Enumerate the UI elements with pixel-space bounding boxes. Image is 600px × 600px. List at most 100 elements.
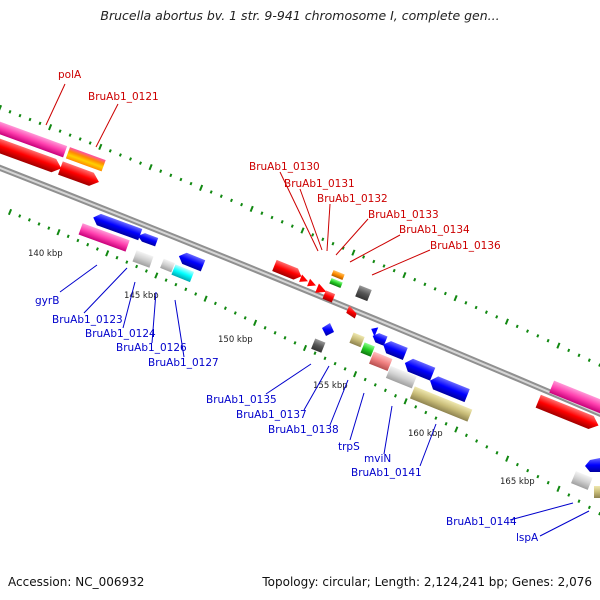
gene-mviN-block[interactable] [385, 365, 417, 389]
gene-label-BruAb1_0124[interactable]: BruAb1_0124 [85, 328, 156, 340]
gene-forward-arrow[interactable] [0, 137, 64, 174]
gene-reverse-arrow[interactable] [427, 374, 470, 403]
gene-BruAb1_0126-arrow[interactable] [177, 251, 206, 272]
tick-label-155: 155 kbp [313, 381, 348, 391]
tick-mark [283, 336, 287, 340]
tick-mark [454, 426, 459, 433]
tick-label-160: 160 kbp [408, 429, 443, 439]
tick-mark [263, 326, 267, 330]
gene-label-BruAb1_0121[interactable]: BruAb1_0121 [88, 91, 159, 103]
tick-mark [213, 301, 217, 306]
tick-mark [95, 247, 99, 251]
gene-forward-arrow[interactable] [58, 161, 101, 188]
gene-lspA-block[interactable] [594, 486, 600, 498]
gene-reverse-arrow[interactable] [91, 212, 143, 241]
tick-mark [567, 348, 571, 353]
tick-mark [184, 287, 188, 292]
gene-label-lspA[interactable]: lspA [516, 532, 539, 544]
tick-mark [403, 398, 408, 405]
tick-mark [98, 143, 103, 151]
tick-mark [392, 268, 396, 273]
tick-mark [577, 499, 581, 503]
tick-mark [7, 208, 13, 216]
gene-forward-arrow[interactable] [535, 394, 600, 432]
tick-mark [464, 433, 468, 438]
gene-label-BruAb1_0133[interactable]: BruAb1_0133 [368, 209, 439, 221]
gene-BruAb1_0134-block[interactable] [355, 285, 372, 302]
tick-mark [464, 301, 468, 305]
tick-mark [118, 153, 122, 157]
gene-label-BruAb1_0123[interactable]: BruAb1_0123 [52, 314, 123, 326]
gene-label-BruAb1_0144[interactable]: BruAb1_0144 [446, 516, 517, 528]
gene-BruAb1_0141-block[interactable] [409, 386, 473, 422]
gene-forward-block[interactable] [549, 380, 600, 416]
accession-text: Accession: NC_006932 [8, 575, 145, 589]
gene-label-BruAb1_0131[interactable]: BruAb1_0131 [284, 178, 355, 190]
tick-mark [363, 377, 367, 382]
tick-mark [135, 264, 139, 269]
tick-mark [505, 455, 510, 462]
gene-label-BruAb1_0127[interactable]: BruAb1_0127 [148, 357, 219, 369]
tick-mark [382, 264, 386, 268]
gene-reverse-arrow[interactable] [136, 231, 159, 247]
tick-mark [302, 344, 308, 352]
gene-polA-block[interactable] [0, 121, 68, 158]
tick-mark [343, 367, 347, 371]
tick-mark [260, 211, 264, 215]
tick-mark [203, 295, 208, 302]
gene-arrow[interactable] [322, 323, 334, 336]
gene-label-BruAb1_0132[interactable]: BruAb1_0132 [317, 193, 388, 205]
gene-label-mviN[interactable]: mviN [364, 453, 391, 465]
tick-mark [148, 163, 153, 171]
tick-mark [556, 342, 561, 349]
tick-mark [311, 233, 315, 237]
tick-mark [504, 318, 509, 325]
gene-gyrB-block[interactable] [78, 223, 130, 252]
gene-BruAb1_0133-block[interactable] [329, 277, 343, 289]
tick-mark [243, 316, 247, 320]
tick-mark [58, 129, 62, 133]
tick-mark [495, 315, 499, 319]
tick-mark [434, 416, 438, 420]
tick-mark [37, 222, 41, 226]
tick-mark [587, 505, 591, 510]
gene-BruAb1_0127-block[interactable] [171, 264, 195, 283]
tick-mark [18, 113, 22, 118]
gene-label-BruAb1_0136[interactable]: BruAb1_0136 [430, 240, 501, 252]
tick-mark [8, 110, 12, 114]
gene-label-BruAb1_0134[interactable]: BruAb1_0134 [399, 224, 470, 236]
tick-mark [556, 485, 561, 492]
gene-arrow[interactable] [322, 290, 336, 303]
gene-label-BruAb1_0135[interactable]: BruAb1_0135 [206, 394, 277, 406]
tick-mark [28, 117, 32, 122]
gene-reverse-arrow[interactable] [585, 458, 600, 472]
gene-label-trpS[interactable]: trpS [338, 441, 360, 453]
tick-mark [526, 329, 529, 333]
gene-BruAb1_0137-block[interactable] [349, 332, 365, 348]
gene-reverse-arrow[interactable] [402, 356, 436, 381]
gene-BruAb1_0124-block[interactable] [132, 250, 154, 268]
gene-BruAb1_0144-block[interactable] [571, 471, 593, 490]
gene-label-gyrB[interactable]: gyrB [35, 295, 59, 307]
tick-mark [474, 305, 478, 310]
gene-BruAb1_0138-block[interactable] [369, 351, 393, 372]
tick-mark [76, 238, 80, 243]
gene-label-BruAb1_0137[interactable]: BruAb1_0137 [236, 409, 307, 421]
gene-BruAb1_0132-block[interactable] [331, 269, 345, 281]
gene-BruAb1_0136-arrow[interactable] [345, 305, 358, 319]
gene-label-polA[interactable]: polA [58, 69, 82, 81]
gene-BruAb1_0135-block[interactable] [311, 338, 326, 353]
tick-mark [48, 124, 53, 131]
gene-label-BruAb1_0126[interactable]: BruAb1_0126 [116, 342, 187, 354]
gene-BruAb1_0130-arrow[interactable] [272, 259, 303, 282]
tick-mark [125, 260, 129, 264]
gene-trpS-block[interactable] [360, 342, 375, 357]
tick-mark [323, 356, 327, 361]
gene-label-BruAb1_0138[interactable]: BruAb1_0138 [268, 424, 339, 436]
gene-BruAb1_0121-block[interactable] [65, 147, 106, 172]
gene-label-BruAb1_0130[interactable]: BruAb1_0130 [249, 161, 320, 173]
tick-label-165: 165 kbp [500, 477, 535, 487]
gene-reverse-arrow[interactable] [381, 339, 408, 360]
gene-label-BruAb1_0141[interactable]: BruAb1_0141 [351, 467, 422, 479]
tick-mark [577, 353, 581, 358]
